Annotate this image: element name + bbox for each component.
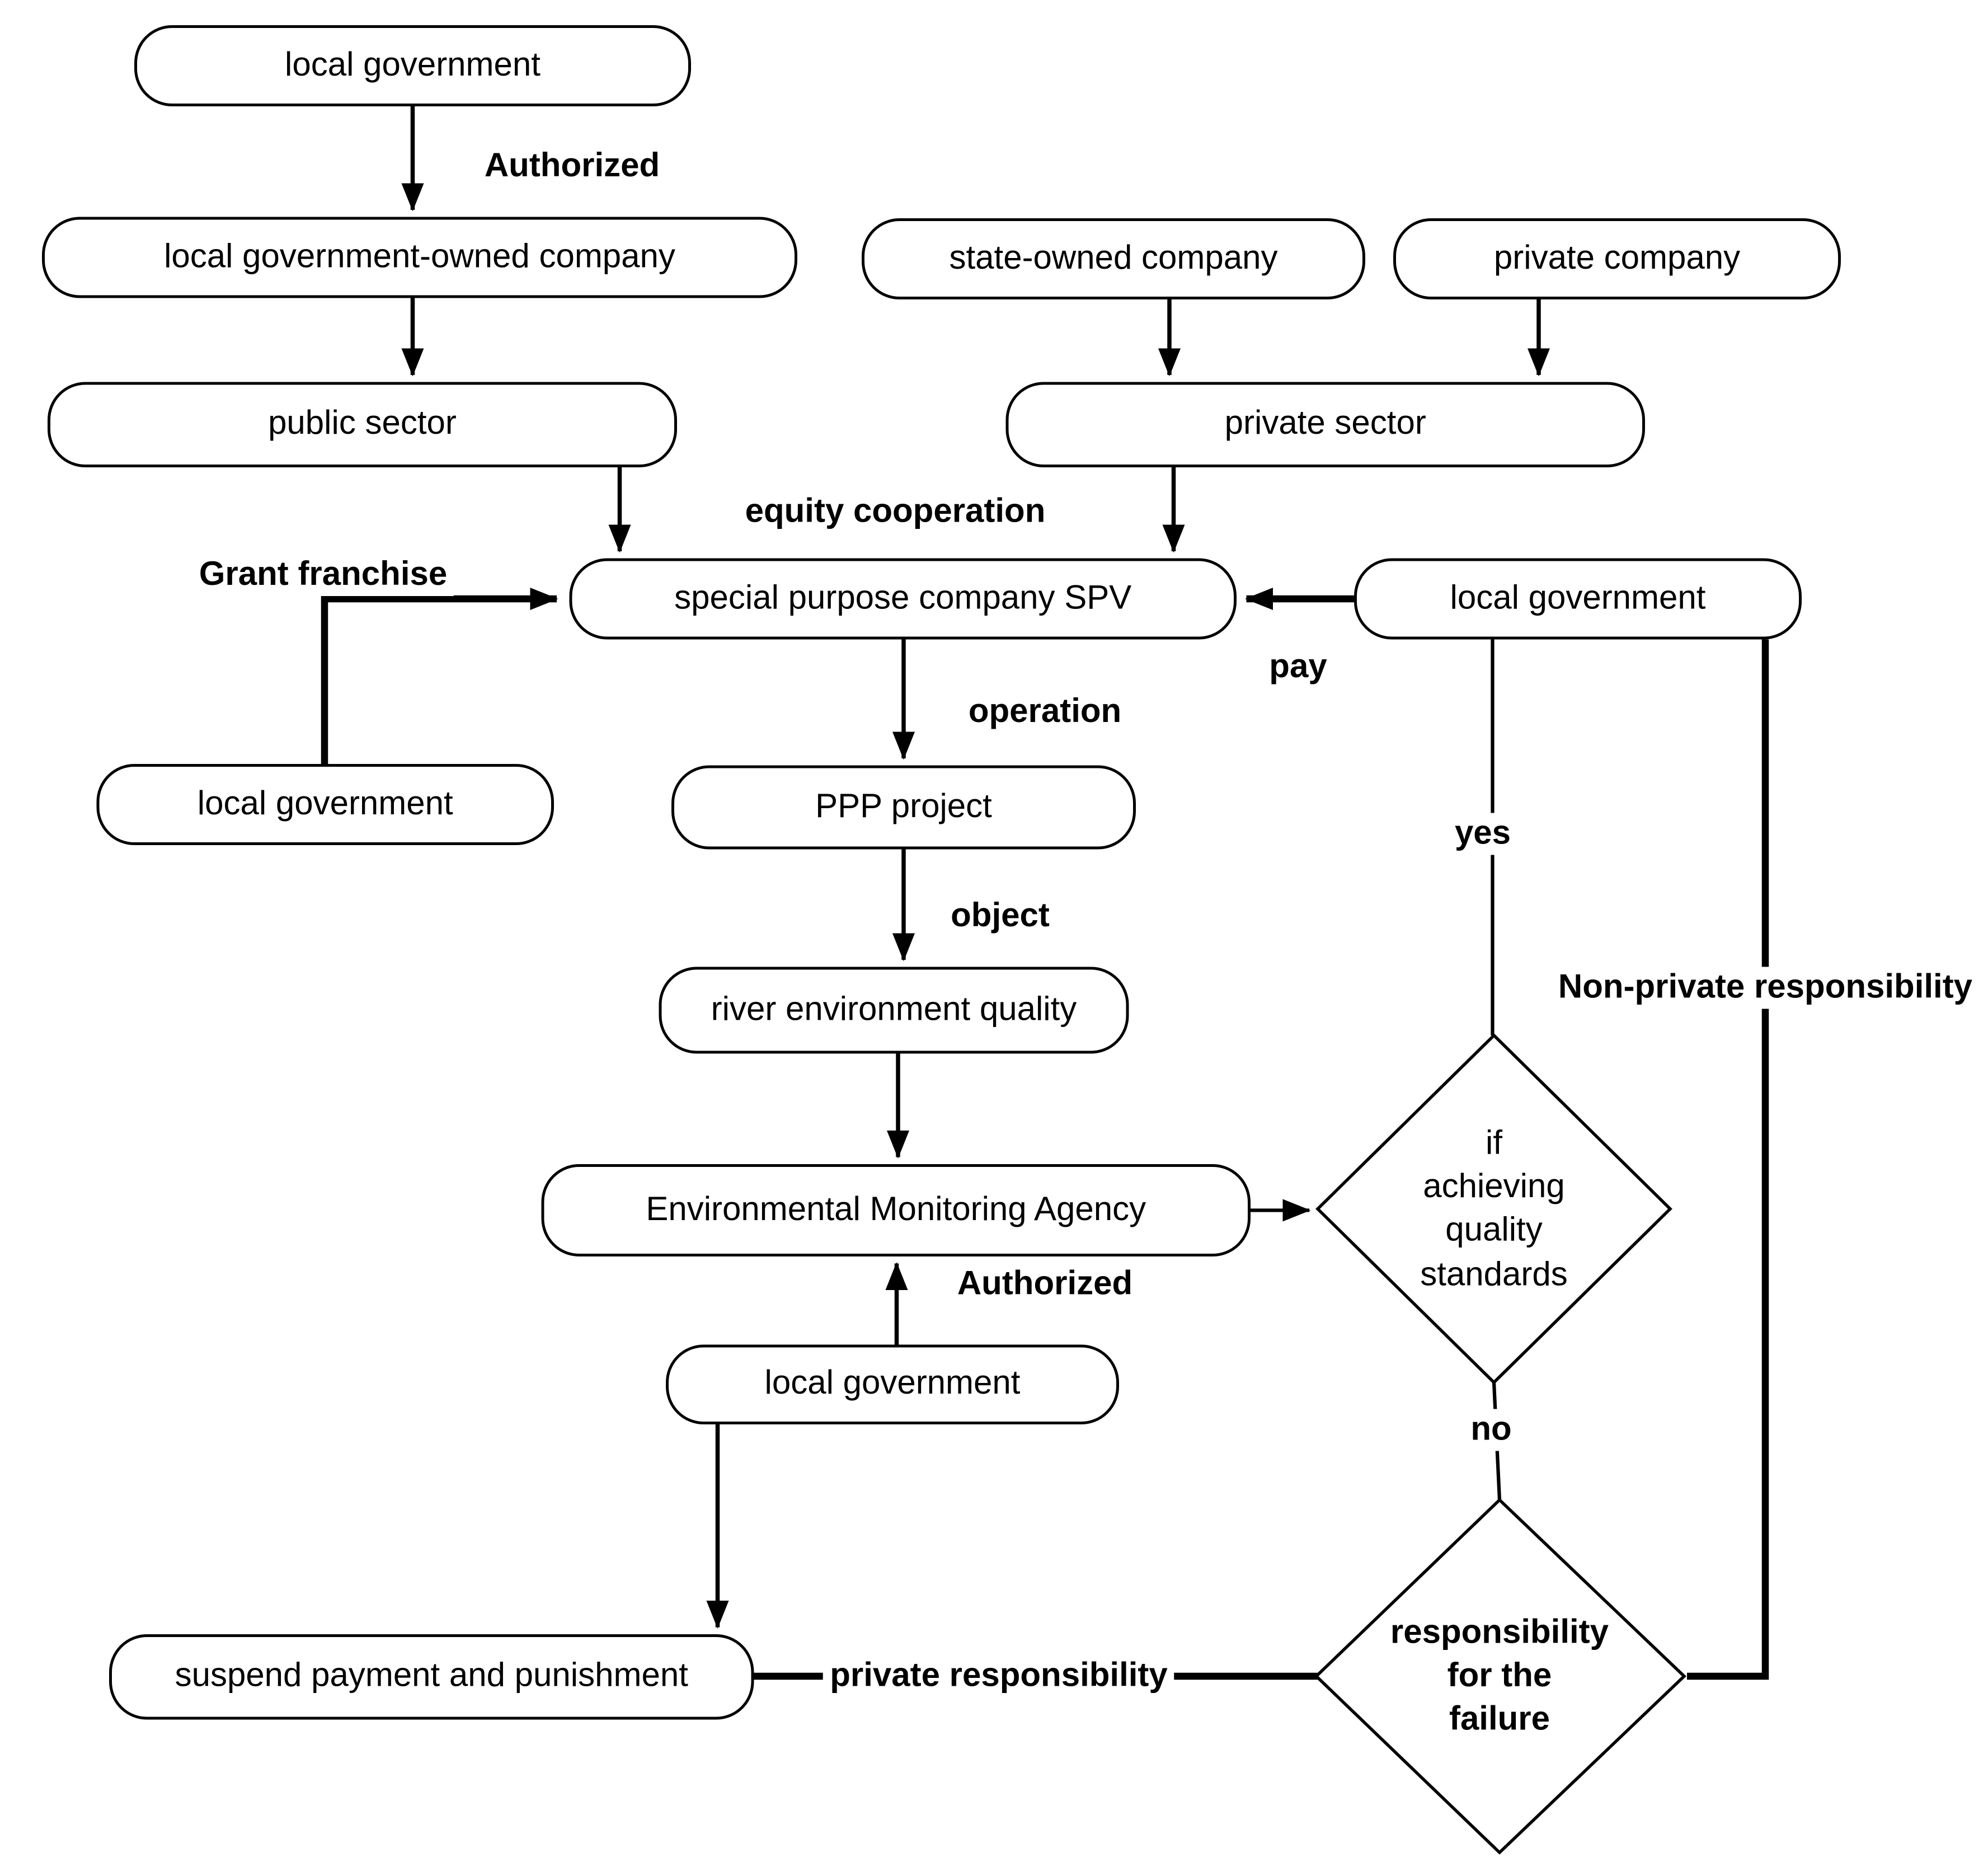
node-private-company: private company (1393, 218, 1841, 299)
label-non-private-responsibility: Non-private responsibility (1551, 967, 1980, 1009)
decision-quality-label: if achieving quality standards (1420, 1124, 1568, 1293)
label-private-responsibility: private responsibility (823, 1655, 1175, 1697)
label-equity-cooperation: equity cooperation (738, 491, 1052, 533)
node-environmental-monitoring-agency-label: Environmental Monitoring Agency (646, 1190, 1146, 1228)
node-suspend-payment-and-punishment: suspend payment and punishment (109, 1634, 754, 1720)
node-ppp-project: PPP project (671, 765, 1136, 850)
node-river-environment-quality-label: river environment quality (711, 990, 1077, 1028)
label-no: no (1463, 1409, 1519, 1451)
node-local-government-top-label: local government (285, 45, 541, 84)
node-local-government-payer-label: local government (1450, 579, 1706, 617)
node-private-company-label: private company (1493, 238, 1741, 277)
node-suspend-payment-and-punishment-label: suspend payment and punishment (175, 1657, 688, 1695)
node-local-government-authorizer-label: local government (764, 1364, 1021, 1403)
node-local-government-owned-company: local government-owned company (42, 217, 797, 298)
decision-failure-label: responsibility for the failure (1390, 1614, 1609, 1739)
label-pay: pay (1262, 646, 1334, 688)
label-operation: operation (961, 691, 1129, 733)
node-public-sector-label: public sector (268, 405, 457, 443)
node-local-government-authorizer: local government (666, 1344, 1119, 1424)
node-ppp-project-label: PPP project (815, 787, 992, 826)
node-private-sector: private sector (1005, 382, 1645, 467)
decision-quality-diamond (1315, 1033, 1672, 1385)
node-private-sector-label: private sector (1224, 405, 1426, 443)
node-local-government-franchisor-label: local government (197, 784, 453, 823)
label-yes: yes (1447, 813, 1518, 855)
node-special-purpose-company-spv: special purpose company SPV (569, 558, 1237, 640)
node-local-government-owned-company-label: local government-owned company (164, 237, 675, 275)
decision-failure-diamond (1314, 1498, 1686, 1855)
node-special-purpose-company-spv-label: special purpose company SPV (674, 579, 1132, 617)
node-public-sector: public sector (48, 382, 677, 467)
edge-grant-franchise-arrow (321, 588, 558, 764)
edge-non-private-line (1687, 639, 1769, 1680)
node-state-owned-company-label: state-owned company (949, 238, 1278, 277)
label-authorized-top: Authorized (477, 146, 667, 187)
node-state-owned-company: state-owned company (862, 218, 1365, 299)
node-river-environment-quality: river environment quality (659, 967, 1129, 1054)
node-environmental-monitoring-agency: Environmental Monitoring Agency (541, 1164, 1251, 1256)
label-grant-franchise: Grant franchise (192, 554, 454, 596)
label-object: object (943, 895, 1057, 937)
node-local-government-payer: local government (1354, 558, 1802, 640)
node-local-government-top: local government (134, 25, 691, 106)
node-local-government-franchisor: local government (96, 764, 554, 845)
label-authorized-bottom: Authorized (950, 1263, 1140, 1306)
